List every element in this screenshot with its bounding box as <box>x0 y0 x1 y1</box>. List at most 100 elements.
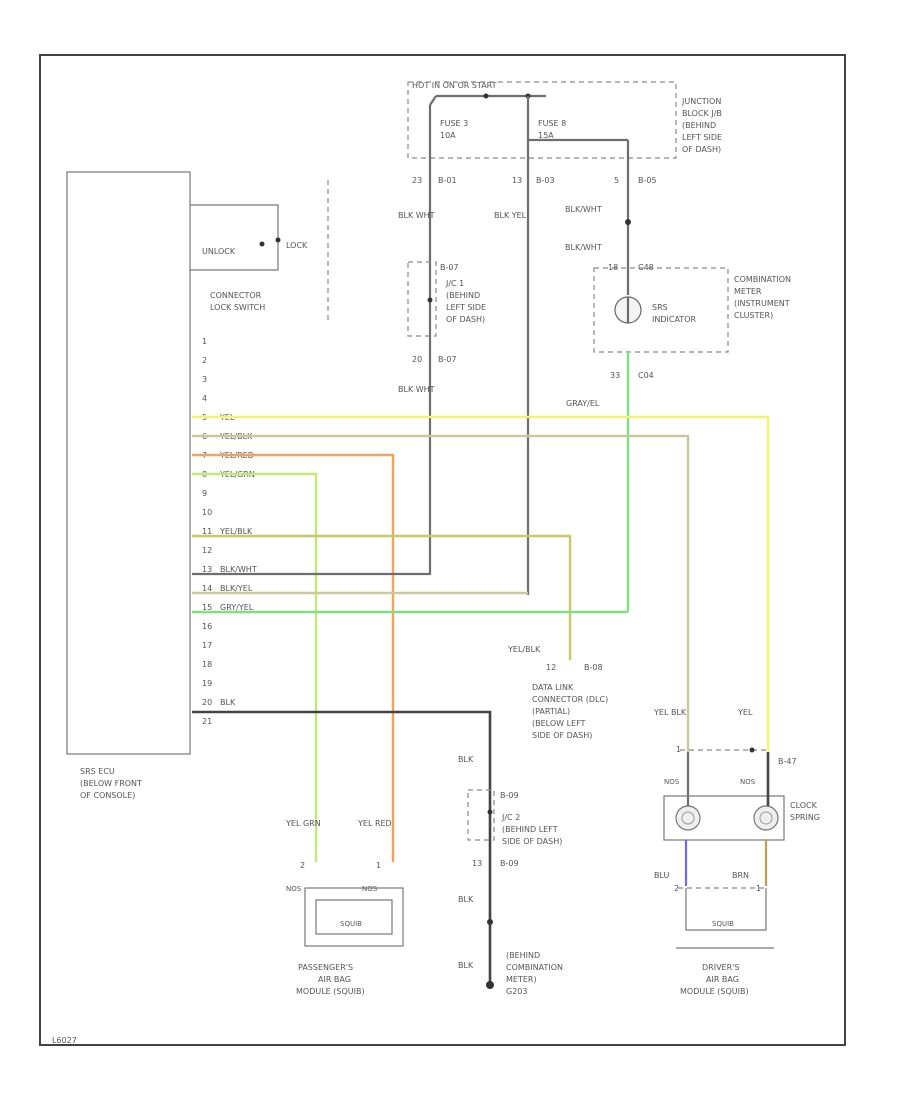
pass-module-line-1: PASSENGER'S <box>298 963 353 972</box>
jc1-pin: 20 <box>412 355 422 364</box>
wire-blk-pin20 <box>192 710 492 985</box>
pass-squib: SQUIB <box>340 920 362 928</box>
srs-indicator-line-1: SRS <box>652 303 668 312</box>
junction-block-line-1: JUNCTION <box>681 97 721 106</box>
ecu-pin-num: 13 <box>202 565 212 574</box>
wire-yel-blk-pin11 <box>192 534 572 660</box>
fuse-8-label: FUSE 8 <box>538 119 566 128</box>
jc1-id: B-07 <box>440 263 459 272</box>
clock-spring-coil-left-icon <box>675 805 701 831</box>
drv-squib: SQUIB <box>712 920 734 928</box>
ecu-pin-num: 16 <box>202 622 212 631</box>
diagram-frame <box>39 54 846 1046</box>
wire-yel-grn-pin8 <box>192 472 318 862</box>
meter-pin-2: 33 <box>610 371 620 380</box>
wire-yel-red-pin7 <box>192 453 395 862</box>
dlc-wire-label: YEL/BLK <box>507 645 541 654</box>
ecu-pin-num: 1 <box>202 337 207 346</box>
drv-wire-blu-label: BLU <box>654 871 670 880</box>
srs-ecu-line-3: OF CONSOLE) <box>80 791 135 800</box>
wire-label-blkwht-2: BLK/WHT <box>565 243 602 252</box>
wire-yel-blk-pin6 <box>192 434 690 752</box>
connector-c2-pin: 13 <box>512 176 522 185</box>
ecu-pin-num: 20 <box>202 698 212 707</box>
ecu-pin-wire: BLK/WHT <box>220 565 257 574</box>
ecu-pin-wire: BLK/YEL <box>220 584 253 593</box>
ecu-pin-num: 15 <box>202 603 212 612</box>
ground-path: BLK B-09 J/C 2 (BEHIND LEFT SIDE OF DASH… <box>458 755 563 996</box>
wire-label-blk-wht-2: BLK WHT <box>398 385 435 394</box>
drv-wire-brn-label: BRN <box>732 871 749 880</box>
junction-block-line-4: LEFT SIDE <box>682 133 722 142</box>
ecu-pin-num: 3 <box>202 375 207 384</box>
drv-pin: 1 <box>676 745 681 754</box>
meter-pin-id: C48 <box>638 263 654 272</box>
drv-module-line-1: DRIVER'S <box>702 963 739 972</box>
lock-lock-label: LOCK <box>286 241 308 250</box>
ecu-pin-list: 1 2 3 4 5 6 7 8 9 10 11 12 13 14 15 16 1… <box>202 337 257 726</box>
combo-meter-line-1: COMBINATION <box>734 275 791 284</box>
junction-block-line-2: BLOCK J/B <box>682 109 722 118</box>
driver-air-bag-module: BLU BRN 2 1 SQUIB DRIVER'S AIR BAG MODUL… <box>654 871 774 996</box>
ecu-pin-num: 21 <box>202 717 212 726</box>
ecu-pin-num: 9 <box>202 489 207 498</box>
fuse-8-rating: 15A <box>538 131 554 140</box>
ground-line-3: METER) <box>506 975 537 984</box>
jc2-pin-id: B-09 <box>500 859 519 868</box>
junction-block-line-3: (BEHIND <box>682 121 716 130</box>
dlc-line-4: (BELOW LEFT <box>532 719 586 728</box>
drv-wire-yel-blk: YEL BLK <box>653 708 687 717</box>
junction-connector-1: B-07 J/C 1 (BEHIND LEFT SIDE OF DASH) 20… <box>398 261 486 394</box>
drv-module-line-3: MODULE (SQUIB) <box>680 987 749 996</box>
drv-module-pin-2: 2 <box>674 884 679 893</box>
ecu-pin-num: 14 <box>202 584 212 593</box>
meter-pin: 18 <box>608 263 618 272</box>
lock-switch-line-1: CONNECTOR <box>210 291 262 300</box>
dlc-line-5: SIDE OF DASH) <box>532 731 592 740</box>
ground-wire-label-2: BLK <box>458 895 474 904</box>
power-label: HOT IN ON OR START <box>412 81 497 90</box>
clock-nos-right: NOS <box>740 778 756 786</box>
jc1-line-4: OF DASH) <box>446 315 485 324</box>
clock-spring-line-1: CLOCK <box>790 801 818 810</box>
wire-label-blk-yel: BLK YEL <box>494 211 527 220</box>
combo-meter-line-2: METER <box>734 287 762 296</box>
drv-wire-yel: YEL <box>737 708 753 717</box>
ground-line-2: COMBINATION <box>506 963 563 972</box>
passenger-air-bag-module: YEL GRN YEL RED 2 1 NOS NOS SQUIB PASSEN… <box>285 819 404 996</box>
clock-nos-left: NOS <box>664 778 680 786</box>
connector-c2-id: B-03 <box>536 176 555 185</box>
pass-nos-right: NOS <box>362 885 378 893</box>
wire-label-blkwht-1: BLK/WHT <box>565 205 602 214</box>
drv-module-line-2: AIR BAG <box>706 975 739 984</box>
pass-wire-red-line-1: YEL RED <box>357 819 392 828</box>
connector-c3-pin: 5 <box>614 176 619 185</box>
ecu-pin-num: 19 <box>202 679 212 688</box>
pass-nos-left: NOS <box>286 885 302 893</box>
fuse-3-label: FUSE 3 <box>440 119 468 128</box>
fuse-3-rating: 10A <box>440 131 456 140</box>
ground-id: G203 <box>506 987 527 996</box>
pass-pin-2: 2 <box>300 861 305 870</box>
pass-module-line-2: AIR BAG <box>318 975 351 984</box>
ecu-pin-num: 2 <box>202 356 207 365</box>
wire-label-blk-wht: BLK WHT <box>398 211 435 220</box>
junction-block: HOT IN ON OR START FUSE 3 10A FUSE 8 15A… <box>407 81 722 160</box>
ecu-pin-num: 4 <box>202 394 207 403</box>
jc1-line-3: LEFT SIDE <box>446 303 486 312</box>
connector-c3-id: B-05 <box>638 176 657 185</box>
ecu-pin-wire: GRY/YEL <box>220 603 254 612</box>
wire-yel-pin5 <box>192 415 770 752</box>
lock-switch-line-2: LOCK SWITCH <box>210 303 265 312</box>
diagram-code: L6027 <box>52 1036 77 1045</box>
ecu-pin-wire: BLK <box>220 698 236 707</box>
jc2-line-1: J/C 2 <box>501 813 520 822</box>
dlc-line-1: DATA LINK <box>532 683 574 692</box>
jc1-pin-id: B-07 <box>438 355 457 364</box>
jc1-line-1: J/C 1 <box>445 279 464 288</box>
wire-label-gray-yel: GRAY/EL <box>566 399 600 408</box>
jc2-id: B-09 <box>500 791 519 800</box>
junction-block-outline <box>407 81 677 159</box>
connector-c1-id: B-01 <box>438 176 457 185</box>
